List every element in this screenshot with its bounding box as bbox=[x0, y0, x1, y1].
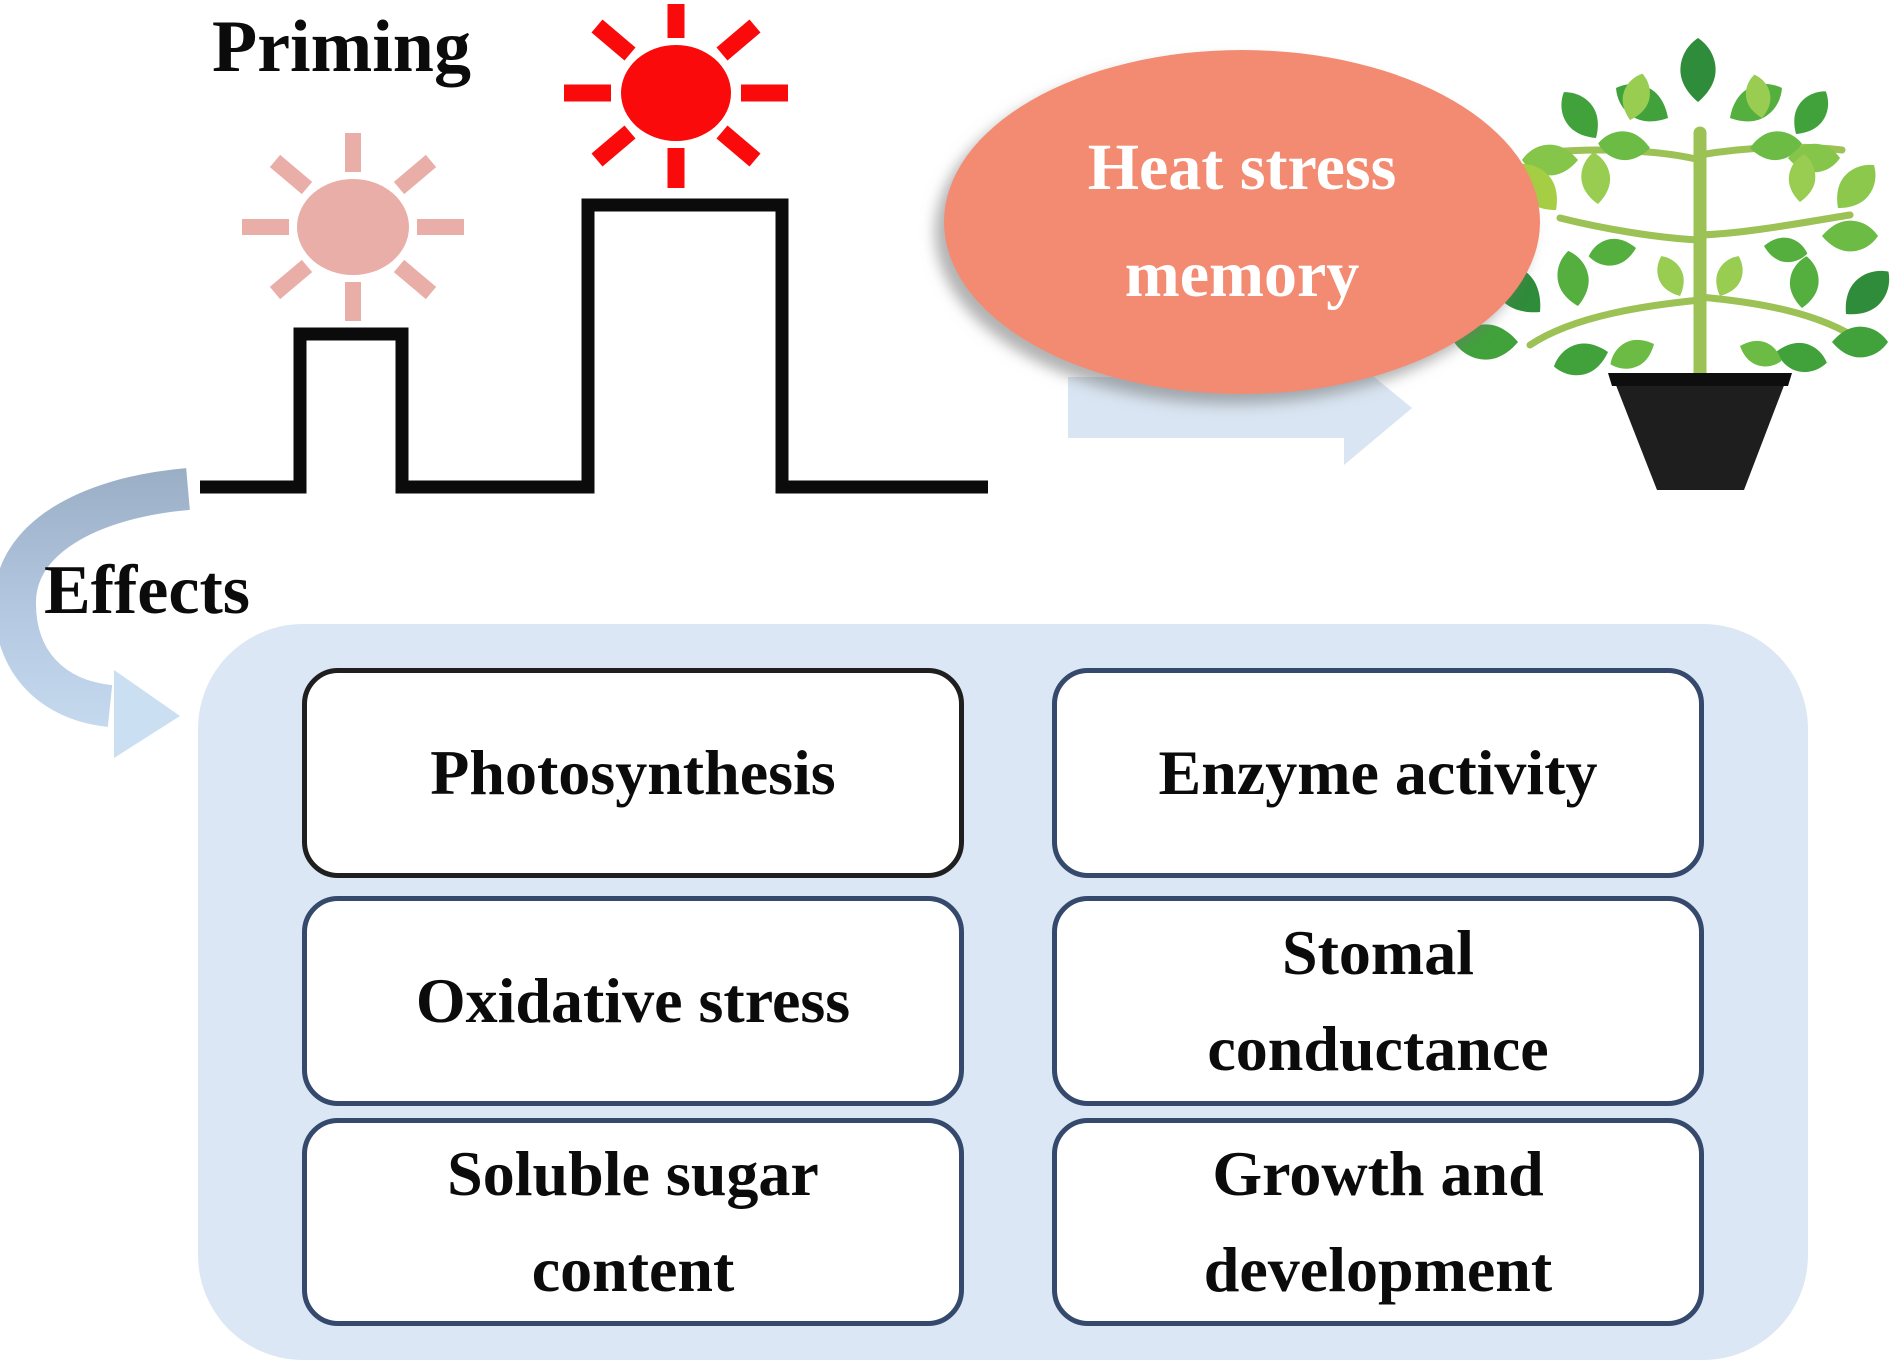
effect-box-photosynthesis: Photosynthesis bbox=[302, 668, 964, 878]
sun-icon-faded bbox=[242, 133, 464, 321]
heat-pulse-step-line bbox=[200, 198, 988, 494]
sun-icon-strong bbox=[564, 4, 788, 188]
effect-box-oxidative-stress: Oxidative stress bbox=[302, 896, 964, 1106]
box-label-line: content bbox=[531, 1234, 735, 1305]
effect-box-stomal-conductance: Stomal conductance bbox=[1052, 896, 1704, 1106]
heat-stress-memory-bubble: Heat stress memory bbox=[944, 50, 1540, 394]
box-label-line: conductance bbox=[1207, 1013, 1549, 1084]
box-label-line: Stomal bbox=[1282, 917, 1474, 988]
plant-pot-icon bbox=[1608, 373, 1792, 490]
box-label-line: Soluble sugar bbox=[447, 1138, 819, 1209]
bubble-line-2: memory bbox=[1124, 238, 1360, 311]
priming-label: Priming bbox=[212, 6, 471, 88]
bubble-line-1: Heat stress bbox=[1087, 131, 1397, 205]
box-label-line: Photosynthesis bbox=[430, 737, 836, 808]
effects-label: Effects bbox=[44, 552, 251, 629]
box-label-line: Oxidative stress bbox=[415, 965, 851, 1036]
box-label-line: Enzyme activity bbox=[1158, 737, 1598, 808]
curved-arrow-icon bbox=[0, 468, 190, 758]
effect-box-growth-development: Growth and development bbox=[1052, 1118, 1704, 1326]
box-label-line: development bbox=[1203, 1234, 1553, 1305]
effect-box-soluble-sugar-content: Soluble sugar content bbox=[302, 1118, 964, 1326]
box-label-line: Growth and bbox=[1212, 1138, 1544, 1209]
effect-box-enzyme-activity: Enzyme activity bbox=[1052, 668, 1704, 878]
tomato-plant-icon bbox=[1454, 38, 1890, 490]
